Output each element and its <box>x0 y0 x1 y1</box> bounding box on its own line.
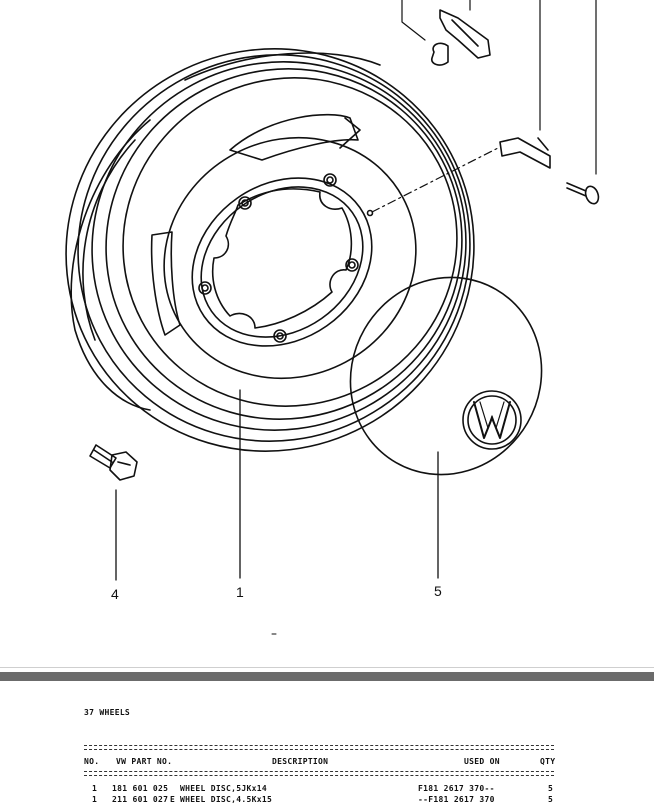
row-part-no: 211 601 027 <box>112 795 169 804</box>
clip-bracket <box>499 137 551 169</box>
hub-plate <box>191 173 374 347</box>
column-header-part-no: VW PART NO. <box>116 757 173 766</box>
parts-list: 37 WHEELS NO. VW PART NO. DESCRIPTION US… <box>0 681 654 807</box>
row-qty: 5 <box>548 795 554 804</box>
page-divider <box>0 672 654 681</box>
wheel-disc <box>65 48 475 452</box>
column-header-no: NO. <box>84 757 100 766</box>
header-rule-bottom <box>84 771 554 776</box>
row-description: WHEEL DISC,4.5Kx15 <box>180 795 273 804</box>
row-qty: 5 <box>548 784 554 793</box>
pin-bolt <box>566 182 600 205</box>
row-used-on: F181 2617 370-- <box>418 784 495 793</box>
row-no: 1 <box>92 784 98 793</box>
callout-4: 4 <box>111 586 119 602</box>
hub-cap <box>349 276 543 476</box>
row-part-no: 181 601 025 <box>112 784 169 793</box>
row-no: 1 <box>92 795 98 804</box>
header-rule-top <box>84 745 554 750</box>
exploded-wheel-diagram: 4 1 5 <box>65 0 600 635</box>
column-header-qty: QTY <box>540 757 556 766</box>
callout-5: 5 <box>434 583 442 599</box>
section-title: 37 WHEELS <box>84 708 131 717</box>
callout-1: 1 <box>236 584 244 600</box>
wheel-bolt <box>89 444 138 481</box>
row-flag: E <box>170 795 176 804</box>
page-divider-edge <box>0 667 654 668</box>
balance-clip <box>430 9 491 66</box>
row-description: WHEEL DISC,5JKx14 <box>180 784 267 793</box>
column-header-description: DESCRIPTION <box>272 757 329 766</box>
column-header-used-on: USED ON <box>464 757 500 766</box>
row-used-on: --F181 2617 370 <box>418 795 495 804</box>
